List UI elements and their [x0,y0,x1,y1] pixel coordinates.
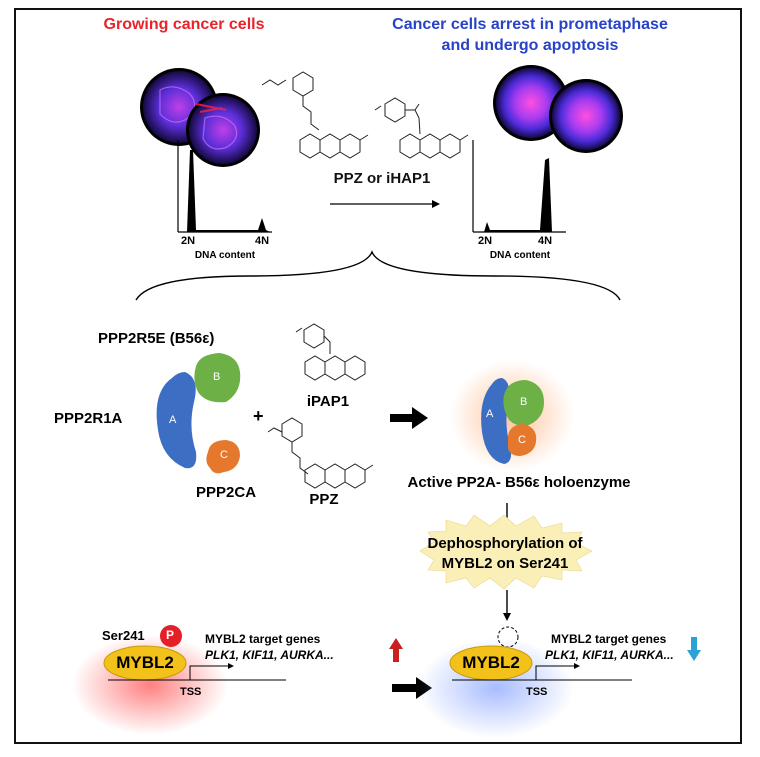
ppz-structure [267,417,374,489]
arrow-burst-to-mybl2 [503,590,511,621]
hist-left-4n: 4N [255,235,270,247]
subunit-c-letter: C [220,449,228,461]
ppz-label: PPZ [309,491,339,508]
ipap1-structure [295,323,366,381]
hist-right-xlabel: DNA content [489,250,551,261]
up-arrow-icon [389,638,403,662]
subunit-b-shape [194,353,241,403]
starburst-line1: Dephosphorylation of [427,535,583,552]
right-tss-label: TSS [526,686,548,698]
tss-arrow-left [108,663,286,681]
growing-cells-image [140,68,260,167]
arrested-cells-image [493,65,623,153]
holo-c-letter: C [518,434,526,446]
assembly-arrow [390,407,428,429]
c-subunit-gene-label: PPP2CA [196,484,257,501]
holoenzyme-label: Active PP2A- B56ε holoenzyme [407,474,631,491]
subunit-a-shape [156,372,197,469]
figure-frame [14,8,742,744]
hist-left-xlabel: DNA content [194,250,256,261]
left-tss-label: TSS [180,686,202,698]
ppz-structure-top [261,71,369,159]
tss-arrow-right [452,663,632,681]
left-targets-list: PLK1, KIF11, AURKA... [205,648,334,662]
drug-label: PPZ or iHAP1 [333,170,431,187]
b-subunit-gene-label: PPP2R5E (B56ε) [98,330,215,347]
starburst [419,514,593,590]
mybl2-left-label: MYBL2 [116,653,174,672]
left-targets-title: MYBL2 target genes [205,632,321,646]
brace [135,250,621,301]
histogram-right [472,140,566,233]
down-arrow-icon [687,637,701,661]
right-targets-list: PLK1, KIF11, AURKA... [545,648,674,662]
plus-sign: + [253,406,264,426]
holo-a-letter: A [486,408,494,420]
ipap1-label: iPAP1 [306,393,350,410]
right-title-line1: Cancer cells arrest in prometaphase [392,16,668,33]
starburst-line2: MYBL2 on Ser241 [441,555,569,572]
phospho-circle [160,625,182,647]
left-title: Growing cancer cells [103,16,265,33]
hist-right-2n: 2N [478,235,493,247]
process-arrow-top [330,200,440,208]
ihap1-structure-top [374,97,469,159]
hist-right-4n: 4N [538,235,553,247]
subunit-c-shape [206,440,240,474]
holoenzyme-shape [450,360,574,472]
phospho-label: P [166,628,175,642]
mybl2-right-label: MYBL2 [462,653,520,672]
ser241-label: Ser241 [102,628,145,643]
holo-b-letter: B [520,396,528,408]
hist-left-2n: 2N [181,235,196,247]
subunit-b-letter: B [213,371,221,383]
subunit-a-letter: A [169,414,177,426]
right-title-line2: and undergo apoptosis [441,37,619,54]
histogram-left [177,140,272,233]
right-targets-title: MYBL2 target genes [551,632,667,646]
a-subunit-gene-label: PPP2R1A [54,410,123,427]
